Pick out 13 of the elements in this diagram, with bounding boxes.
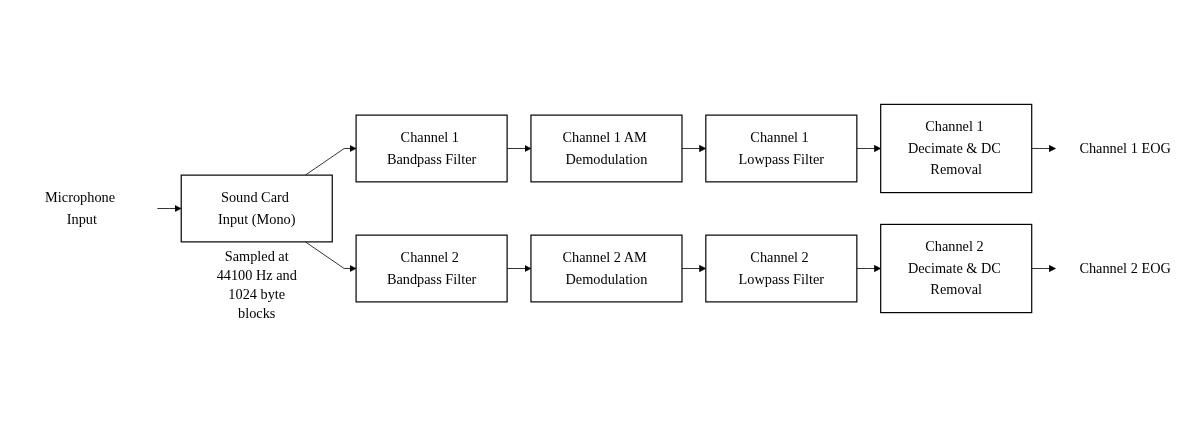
- node-box: Channel 1 AM Demodulation: [530, 114, 683, 183]
- node-box: Channel 1 Lowpass Filter: [705, 114, 858, 183]
- node-box: Channel 1 Bandpass Filter: [355, 114, 508, 183]
- node-box: Channel 1 Decimate & DC Removal: [880, 103, 1033, 194]
- node-box: Channel 2 AM Demodulation: [530, 234, 683, 303]
- node-box: Sound Card Input (Mono): [180, 174, 333, 243]
- node-box: Channel 2 Bandpass Filter: [355, 234, 508, 303]
- node-box: Channel 2 Lowpass Filter: [705, 234, 858, 303]
- node-box: Channel 2 Decimate & DC Removal: [880, 223, 1033, 314]
- node-caption: Sampled at 44100 Hz and 1024 byte blocks: [216, 247, 297, 322]
- node-text: Channel 1 EOG: [1079, 140, 1171, 157]
- node-text: Channel 2 EOG: [1079, 260, 1171, 277]
- node-text: Microphone Input: [45, 189, 116, 227]
